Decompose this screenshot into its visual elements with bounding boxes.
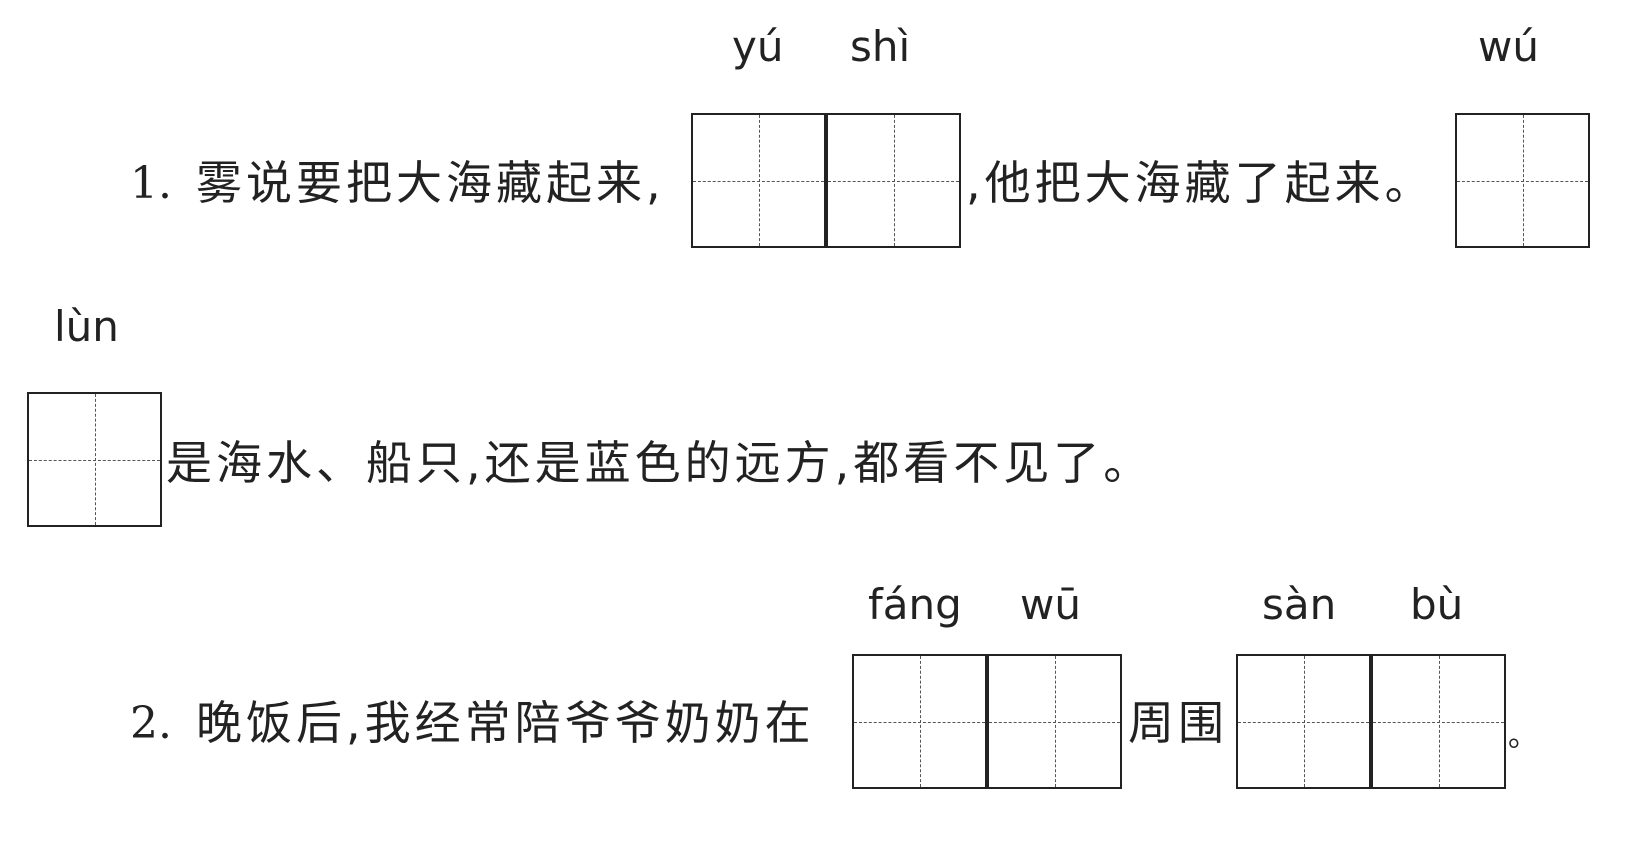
answer-box-wu[interactable] [1455, 113, 1590, 248]
answer-box-san[interactable] [1236, 654, 1371, 789]
question-number-1: 1. [130, 158, 172, 209]
q1-text-after: ,他把大海藏了起来。 [966, 156, 1435, 210]
answer-box-yu[interactable] [691, 113, 826, 248]
pinyin-shi: shì [850, 22, 911, 71]
q1-text-before: 雾说要把大海藏起来, [196, 156, 665, 210]
answer-box-lun[interactable] [27, 392, 162, 527]
pinyin-wu: wú [1478, 22, 1539, 71]
pinyin-bu: bù [1410, 580, 1464, 629]
answer-box-bu[interactable] [1371, 654, 1506, 789]
question-number-2: 2. [130, 698, 172, 749]
q2-period: 。 [1508, 719, 1538, 754]
pinyin-san: sàn [1262, 580, 1337, 629]
answer-box-wu-house[interactable] [987, 654, 1122, 789]
pinyin-lun: lùn [54, 302, 119, 351]
q2-text-before: 晚饭后,我经常陪爷爷奶奶在 [196, 696, 815, 750]
pinyin-yu: yú [732, 22, 784, 71]
q1-text-line2: 是海水、船只,还是蓝色的远方,都看不见了。 [166, 436, 1154, 490]
pinyin-fang: fáng [868, 580, 962, 629]
pinyin-wu-house: wū [1020, 580, 1081, 629]
answer-box-shi[interactable] [826, 113, 961, 248]
q2-text-middle: 周围 [1128, 696, 1228, 750]
answer-box-fang[interactable] [852, 654, 987, 789]
